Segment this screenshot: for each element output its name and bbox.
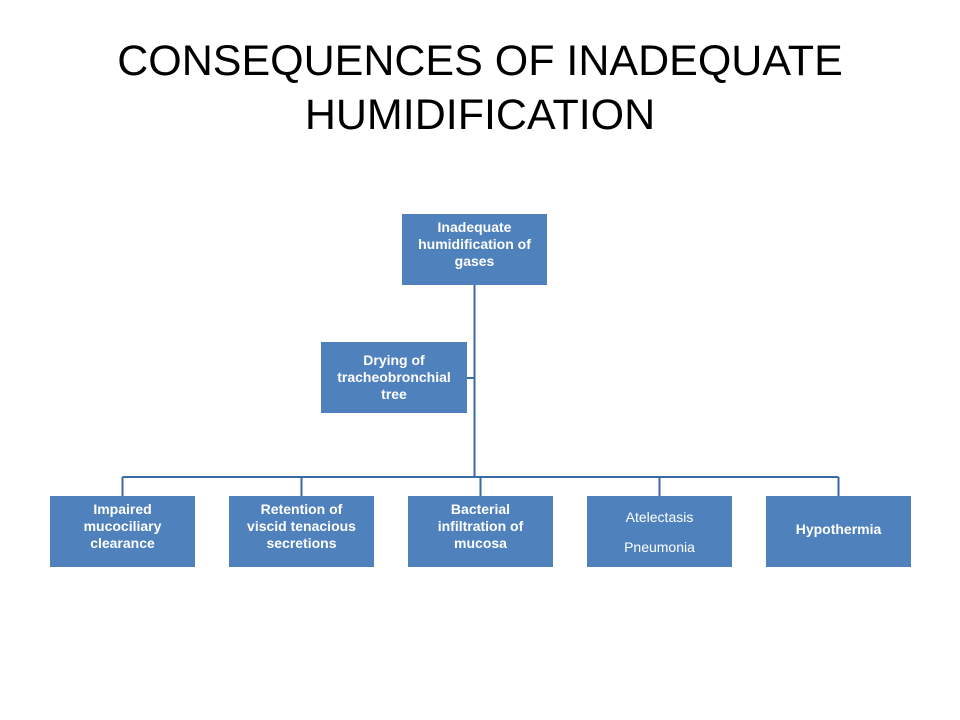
- node-label-line: clearance: [90, 535, 155, 551]
- node-impaired-mucociliary-clearance[interactable]: Impaired mucociliary clearance: [50, 496, 195, 567]
- node-label-line: tracheobronchial: [337, 369, 451, 385]
- node-retention-of-secretions[interactable]: Retention of viscid tenacious secretions: [229, 496, 374, 567]
- node-hypothermia[interactable]: Hypothermia: [766, 496, 911, 567]
- node-label-line: tree: [381, 386, 407, 402]
- node-label-line: Atelectasis: [625, 509, 694, 525]
- node-label-line: Retention of: [260, 501, 343, 517]
- node-inadequate-humidification[interactable]: Inadequate humidification of gases: [402, 214, 547, 285]
- node-label-line: Hypothermia: [795, 521, 882, 537]
- node-label-line: humidification of: [418, 236, 531, 252]
- node-atelectasis-pneumonia[interactable]: Atelectasis Pneumonia: [587, 496, 732, 567]
- title-line: HUMIDIFICATION: [304, 91, 656, 139]
- node-label-line: mucosa: [454, 535, 507, 551]
- node-label-line: Pneumonia: [624, 539, 695, 555]
- node-label-line: Inadequate: [437, 219, 512, 235]
- node-label-line: gases: [454, 253, 495, 269]
- node-label-line: mucociliary: [83, 518, 162, 534]
- slide-title: CONSEQUENCES OF INADEQUATE HUMIDIFICATIO…: [60, 34, 900, 142]
- title-line: CONSEQUENCES OF INADEQUATE: [117, 37, 843, 85]
- node-label-line: viscid tenacious: [247, 518, 356, 534]
- node-label-line: secretions: [266, 535, 337, 551]
- node-bacterial-infiltration[interactable]: Bacterial infiltration of mucosa: [408, 496, 553, 567]
- node-label-line: Impaired: [93, 501, 152, 517]
- node-label-line: Bacterial: [450, 501, 511, 517]
- node-label-line: Drying of: [363, 352, 425, 368]
- node-drying-tracheobronchial-tree[interactable]: Drying of tracheobronchial tree: [321, 342, 467, 413]
- node-label-line: infiltration of: [437, 518, 524, 534]
